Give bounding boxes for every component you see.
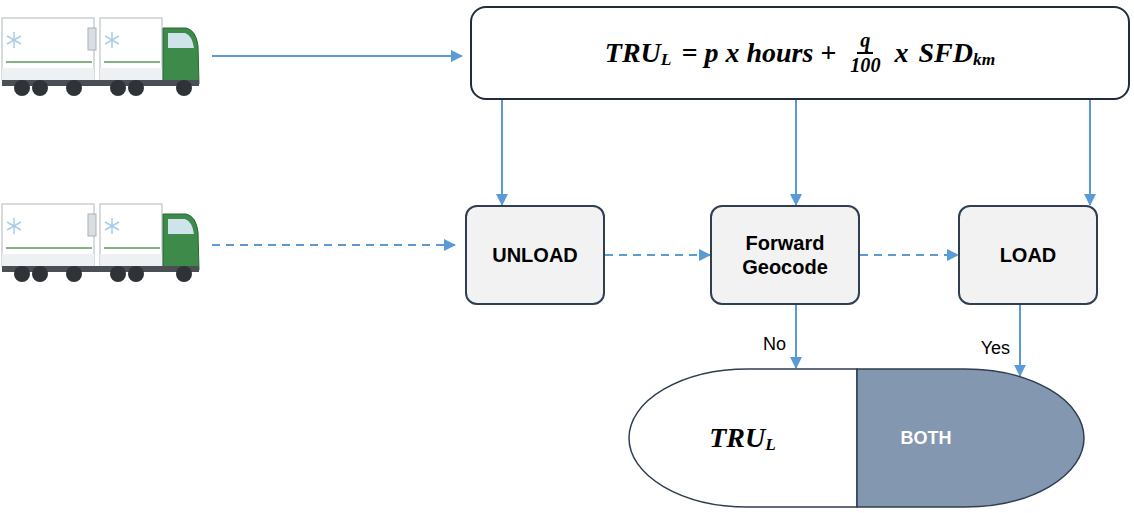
truck-top — [2, 18, 199, 96]
formula-box: TRUL = p x hours + q100 x SFDkm — [470, 6, 1130, 100]
outcome-half-left: TRUL — [628, 368, 857, 508]
flow-arrow — [795, 305, 797, 368]
formula-text: TRUL — [704, 422, 781, 454]
flow-arrow — [501, 100, 503, 205]
subscript: km — [973, 50, 995, 70]
formula-term: TRU — [709, 422, 765, 454]
flow-arrow — [1089, 100, 1091, 205]
node-content: Forward Geocode — [720, 231, 850, 279]
box-label: LOAD — [1000, 243, 1057, 267]
fraction-numerator: q — [857, 30, 873, 54]
dashed-arrow — [605, 254, 710, 256]
box-label: UNLOAD — [492, 243, 578, 267]
subscript: L — [765, 435, 776, 455]
process-box: LOAD — [958, 205, 1098, 305]
pill-half — [629, 369, 857, 507]
pill-half — [857, 369, 1084, 507]
formula-text: TRUL = p x hours + q100 x SFDkm — [600, 30, 1000, 76]
formula-term: = p x hours + — [681, 37, 836, 69]
process-box: UNLOAD — [465, 205, 605, 305]
truck-bottom — [2, 204, 199, 282]
node-content: LOAD — [1000, 243, 1057, 267]
formula-term: SFD — [919, 37, 973, 69]
node-content: TRUL = p x hours + q100 x SFDkm — [600, 30, 1000, 76]
fraction: q100 — [847, 30, 883, 76]
flow-arrow-dashed — [212, 244, 455, 246]
pill-outline — [857, 368, 1085, 508]
node-content: TRUL — [704, 422, 781, 454]
edge-label: Yes — [979, 338, 1012, 359]
outcome-label: BOTH — [901, 428, 952, 449]
subscript: L — [661, 50, 672, 70]
node-content: BOTH — [901, 428, 952, 449]
flow-arrow — [212, 55, 462, 57]
flow-arrow — [1019, 305, 1021, 376]
edge-label: No — [761, 334, 788, 355]
node-content: UNLOAD — [492, 243, 578, 267]
formula-term: x — [895, 37, 909, 69]
outcome-half-right: BOTH — [857, 368, 1085, 508]
fraction-denominator: 100 — [847, 54, 883, 76]
dashed-arrow — [860, 254, 958, 256]
formula-term: TRU — [605, 37, 661, 69]
box-label: Forward Geocode — [720, 231, 850, 279]
flow-arrow — [795, 100, 797, 205]
process-box: Forward Geocode — [710, 205, 860, 305]
